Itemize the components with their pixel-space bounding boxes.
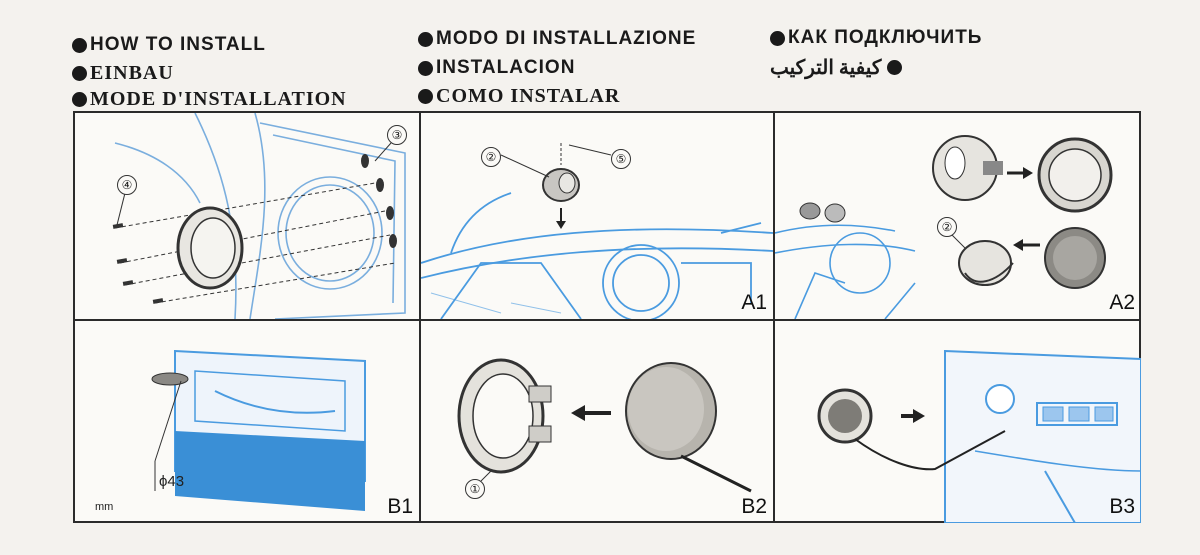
tweeter-cup — [542, 168, 580, 202]
header-how-to-install: HOW TO INSTALL — [72, 34, 266, 56]
bullet-icon — [418, 89, 433, 104]
ring-and-tweeter-illustration — [457, 358, 752, 493]
tweeter-mount — [958, 240, 1014, 286]
tweeter-housing — [932, 135, 1003, 201]
callout-3: ③ — [387, 125, 407, 145]
dashboard-illustration — [421, 143, 773, 319]
callout-2: ② — [937, 217, 957, 237]
panel-a2: ② A2 — [775, 113, 1141, 319]
callout-4: ④ — [117, 175, 137, 195]
bullet-icon — [770, 30, 785, 46]
header-mode-installation: MODE D'INSTALLATION — [72, 88, 347, 111]
panel-label-a2: A2 — [1109, 291, 1135, 314]
callout-5: ⑤ — [611, 149, 631, 169]
installation-diagram-grid: ④ ③ — [73, 111, 1141, 523]
divider — [419, 113, 421, 521]
panel-a1: ② ⑤ A1 — [421, 113, 773, 319]
door-trim-illustration — [151, 349, 366, 511]
door-mounting-illustration — [112, 113, 406, 319]
tweeter-ring — [176, 206, 244, 290]
mounting-ring — [457, 358, 552, 474]
header-instalacion: INSTALACION — [418, 57, 575, 79]
bullet-icon — [72, 37, 87, 53]
header-arabic: كيفية التركيب — [770, 55, 903, 80]
header-modo-di-installazione: MODO DI INSTALLAZIONE — [418, 28, 696, 50]
divider — [773, 113, 775, 521]
bullet-icon — [418, 60, 433, 76]
panel-label-b3: B3 — [1109, 495, 1135, 518]
callout-2: ② — [481, 147, 501, 167]
tweeter-assembly-illustration — [775, 135, 1113, 319]
panel-label-b2: B2 — [741, 495, 767, 518]
header-kak-podklyuchit: КАК ПОДКЛЮЧИТЬ — [770, 27, 982, 49]
callout-1: ① — [465, 479, 485, 499]
header-einbau: EINBAU — [72, 62, 174, 85]
panel-door-mounting: ④ ③ — [75, 113, 419, 319]
bullet-icon — [887, 60, 903, 75]
panel-label-b1: B1 — [387, 495, 413, 518]
unit-label: mm — [95, 501, 114, 513]
tweeter-body — [625, 362, 717, 460]
panel-b3: B3 — [775, 321, 1141, 523]
header-como-instalar: COMO INSTALAR — [418, 85, 620, 108]
divider — [75, 319, 1139, 321]
dimension-label: ϕ43 — [159, 473, 185, 490]
bullet-icon — [72, 66, 87, 81]
tweeter-assembled — [817, 388, 873, 444]
panel-b2: ① B2 — [421, 321, 773, 523]
speaker-unit — [1044, 227, 1106, 289]
tweeter-grille — [1037, 137, 1113, 213]
panel-b1: ϕ43 mm B1 — [75, 321, 419, 523]
bullet-icon — [418, 31, 433, 47]
bullet-icon — [72, 92, 87, 107]
door-insertion-illustration — [817, 349, 1141, 523]
panel-label-a1: A1 — [741, 291, 767, 314]
